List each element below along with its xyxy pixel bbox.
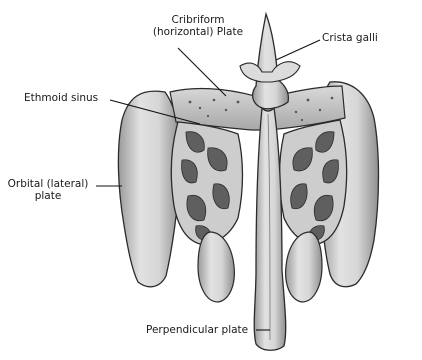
- label-orbital-plate: Orbital (lateral) plate: [0, 178, 96, 202]
- label-crista-galli: Crista galli: [322, 32, 378, 44]
- label-orbital-line2: plate: [0, 190, 96, 202]
- label-cribriform: Cribriform (horizontal) Plate: [142, 14, 254, 38]
- left-middle-concha: [198, 232, 234, 302]
- left-orbital-plate: [118, 91, 180, 287]
- label-perpendicular-plate: Perpendicular plate: [146, 324, 248, 336]
- leader-crista-galli: [276, 40, 320, 60]
- label-ethmoid-sinus: Ethmoid sinus: [24, 92, 98, 104]
- left-labyrinth: [171, 122, 242, 244]
- label-cribriform-line2: (horizontal) Plate: [142, 26, 254, 38]
- right-labyrinth: [280, 120, 347, 244]
- label-cribriform-line1: Cribriform: [142, 14, 254, 26]
- right-middle-concha: [286, 232, 322, 302]
- label-orbital-line1: Orbital (lateral): [0, 178, 96, 190]
- crista-galli: [253, 14, 289, 109]
